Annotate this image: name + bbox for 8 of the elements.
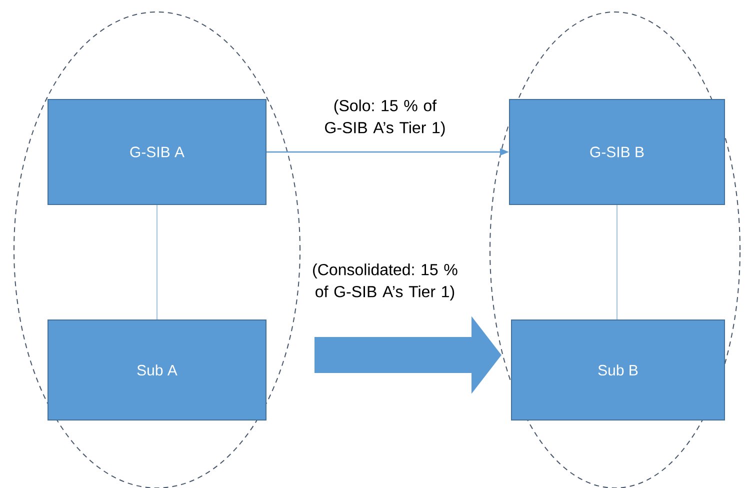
- connector-line: [156, 204, 158, 320]
- box: Sub B: [511, 320, 725, 420]
- box: G-SIB B: [509, 99, 725, 205]
- edge-label: (Consolidated: 15 % of G-SIB A’s Tier 1): [313, 264, 458, 300]
- box: Sub A: [48, 320, 266, 420]
- connector-line: [616, 204, 618, 320]
- edge-label: (Solo: 15 % of G-SIB A’s Tier 1): [325, 100, 445, 136]
- box: G-SIB A: [48, 99, 266, 205]
